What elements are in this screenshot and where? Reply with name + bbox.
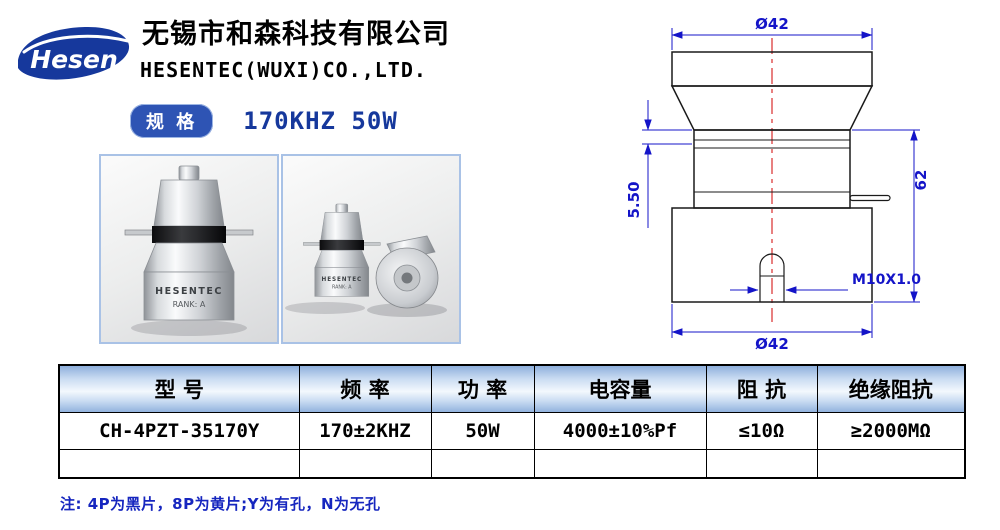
company-name-en: HESENTEC(WUXI)CO.,LTD. bbox=[140, 58, 427, 82]
logo-swoosh-highlight-icon bbox=[22, 34, 130, 54]
dim-bottom-diameter: Ø42 bbox=[755, 335, 789, 353]
dim-top-diameter: Ø42 bbox=[755, 15, 789, 33]
technical-drawing: Ø42 Ø42 62 5.50 M10X1.0 bbox=[625, 15, 930, 353]
dimension-lines bbox=[642, 28, 920, 338]
spec-table: 型 号 频 率 功 率 电容量 阻 抗 绝缘阻抗 CH-4PZT-35170Y … bbox=[58, 364, 966, 479]
dim-thread: M10X1.0 bbox=[852, 272, 921, 288]
empty-cell bbox=[705, 448, 818, 479]
empty-cell bbox=[58, 448, 300, 479]
table-header-row: 型 号 频 率 功 率 电容量 阻 抗 绝缘阻抗 bbox=[58, 364, 966, 413]
transducer-outline bbox=[670, 51, 891, 303]
spec-badge: 规 格 bbox=[130, 104, 214, 138]
hesen-logo: Hesen bbox=[18, 27, 130, 80]
dim-overall-height: 62 bbox=[912, 170, 930, 191]
table-row: CH-4PZT-35170Y 170±2KHZ 50W 4000±10%Pf ≤… bbox=[58, 411, 966, 450]
footnote: 注: 4P为黑片，8P为黄片;Y为有孔，N为无孔 bbox=[60, 495, 381, 513]
column-header-insulation: 绝缘阻抗 bbox=[816, 364, 966, 413]
company-name-cn: 无锡市和森科技有限公司 bbox=[142, 19, 450, 50]
empty-cell bbox=[533, 448, 707, 479]
column-header-capacitance: 电容量 bbox=[533, 364, 707, 413]
cell-frequency: 170±2KHZ bbox=[298, 411, 432, 450]
column-header-power: 功 率 bbox=[430, 364, 535, 413]
transducer-front-photo bbox=[124, 165, 254, 336]
transducer-lying-illustration bbox=[375, 235, 439, 309]
product-photo-front bbox=[99, 154, 279, 344]
cell-power: 50W bbox=[430, 411, 535, 450]
thread-hole bbox=[759, 253, 785, 302]
cell-insulation: ≥2000MΩ bbox=[816, 411, 966, 450]
cell-impedance: ≤10Ω bbox=[705, 411, 818, 450]
spec-row: 规 格 170KHZ 50W bbox=[130, 104, 398, 138]
dim-flange-thickness: 5.50 bbox=[625, 181, 643, 218]
column-header-model: 型 号 bbox=[58, 364, 300, 413]
cell-model: CH-4PZT-35170Y bbox=[58, 411, 300, 450]
transducer-pair-photo bbox=[285, 203, 447, 317]
table-row-empty bbox=[58, 448, 966, 479]
column-header-frequency: 频 率 bbox=[298, 364, 432, 413]
logo-text: Hesen bbox=[30, 45, 118, 74]
product-photo-pair bbox=[281, 154, 461, 344]
cell-capacitance: 4000±10%Pf bbox=[533, 411, 707, 450]
empty-cell bbox=[816, 448, 966, 479]
column-header-impedance: 阻 抗 bbox=[705, 364, 818, 413]
empty-cell bbox=[298, 448, 432, 479]
spec-value: 170KHZ 50W bbox=[243, 107, 398, 135]
empty-cell bbox=[430, 448, 535, 479]
electrode-tab bbox=[849, 194, 891, 202]
product-photos bbox=[99, 154, 461, 344]
